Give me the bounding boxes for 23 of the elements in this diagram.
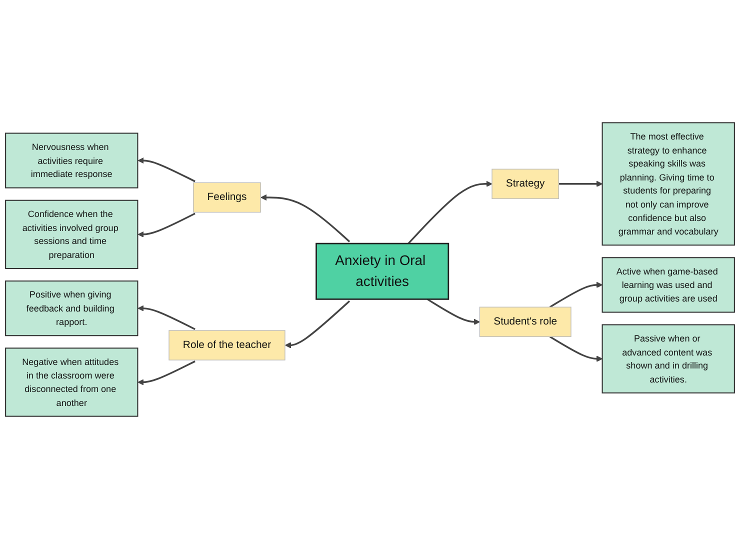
node-box: Active when game-based learning was used and group activities are used <box>602 257 735 313</box>
arrow <box>408 180 492 244</box>
node-box: Confidence when the activities involved group sessions and time preparation <box>5 200 138 270</box>
node-box: Role of the teacher <box>168 330 286 360</box>
arrow <box>138 212 196 238</box>
node-box: Nervousness when activities require immediate response <box>5 132 138 188</box>
node-box: The most effective strategy to enhance speaking skills was planning. Giving time to students for preparing not only can improve confidence but also grammar and vocabulary <box>602 122 735 246</box>
arrow <box>138 157 196 182</box>
arrow <box>549 282 603 308</box>
node-box: Anxiety in Oral activities <box>316 242 450 300</box>
arrow <box>549 336 603 362</box>
arrow <box>138 360 196 386</box>
node-box: Passive when or advanced content was shown and in drilling activities. <box>602 324 735 394</box>
node-box: Positive when giving feedback and building rapport. <box>5 280 138 336</box>
node-box: Feelings <box>193 182 261 213</box>
node-box: Strategy <box>492 168 560 200</box>
node-box: Student's role <box>479 306 572 337</box>
arrow <box>426 298 480 325</box>
arrow <box>260 194 350 242</box>
arrow <box>284 300 350 348</box>
arrow <box>558 180 603 187</box>
arrow <box>138 305 196 330</box>
node-box: Negative when attitudes in the classroom were disconnected from one another <box>5 348 138 417</box>
